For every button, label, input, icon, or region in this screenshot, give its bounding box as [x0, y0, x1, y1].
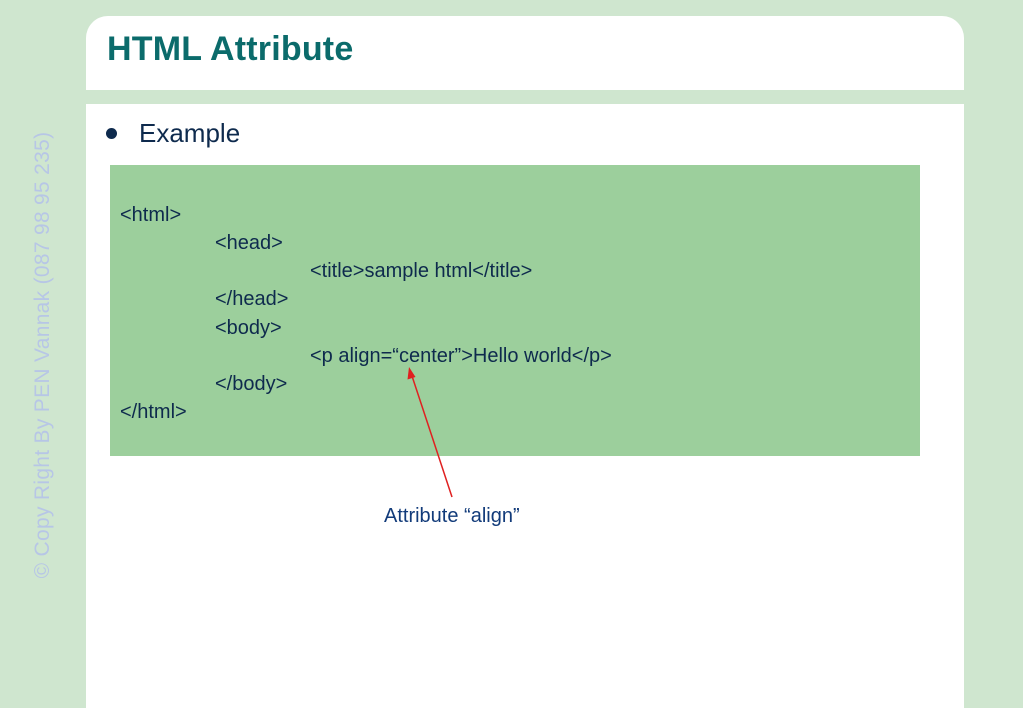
- code-line-head-open: <head>: [215, 232, 283, 254]
- code-line-html-open: <html>: [120, 204, 182, 226]
- title-divider-band: [86, 90, 964, 104]
- code-line-body-open: <body>: [215, 317, 282, 339]
- bullet-item: Example: [106, 118, 240, 149]
- code-line-head-close: </head>: [215, 288, 289, 310]
- bullet-label: Example: [139, 118, 241, 148]
- attribute-annotation-label: Attribute “align”: [384, 505, 520, 527]
- code-line-body-close: </body>: [215, 373, 288, 395]
- code-line-paragraph: <p align=“center”>Hello world</p>: [310, 345, 612, 367]
- copyright-watermark: © Copy Right By PEN Vannak (087 98 95 23…: [31, 131, 54, 579]
- code-example-box: <html> <head> <title>sample html</title>…: [110, 165, 920, 456]
- code-line-html-close: </html>: [120, 401, 187, 423]
- slide-title: HTML Attribute: [107, 30, 354, 68]
- code-line-title: <title>sample html</title>: [310, 260, 533, 282]
- bullet-dot-icon: [106, 128, 117, 139]
